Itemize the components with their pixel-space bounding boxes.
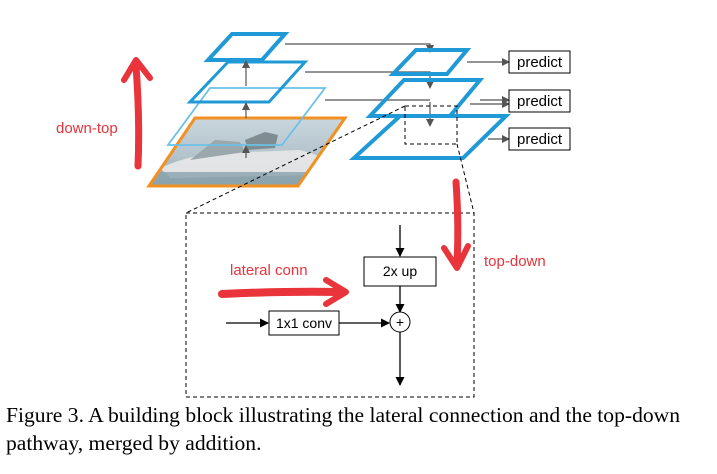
predict-label-3: predict [517,131,563,148]
lateral-conn-label: lateral conn [230,262,308,279]
bottom-up-pyramid [146,32,348,188]
down-top-label: down-top [56,120,118,137]
zoom-projection-right [456,143,475,214]
figure-caption: Figure 3. A building block illustrating … [6,403,681,455]
top-down-annotation: top-down [441,178,546,271]
predict-box-1: predict [508,50,571,74]
zoom-projection-left [185,105,406,214]
input-image-frame [146,116,348,188]
top-down-pyramid [285,43,511,160]
predict-box-3: predict [508,127,571,151]
lateral-conn-annotation: lateral conn [218,262,349,307]
top-down-level-1 [388,48,472,76]
building-block: 2x up + 1x1 conv [185,212,475,398]
upsample-label: 2x up [383,263,417,279]
bottom-up-level-3 [166,87,327,146]
highlight-box [404,105,458,145]
predict-label-2: predict [517,93,563,110]
bottom-up-level-1 [203,32,290,62]
building-block-frame [185,212,475,398]
down-top-annotation: down-top [56,57,153,170]
input-image-photo [149,118,345,186]
top-down-level-3 [348,114,511,160]
predict-box-2: predict [508,89,571,113]
top-down-label: top-down [484,253,546,270]
bottom-up-level-2 [186,60,309,104]
conv-box [268,310,340,336]
predict-label-1: predict [517,54,563,71]
plus-symbol: + [396,314,404,330]
conv-label: 1x1 conv [276,315,332,331]
fpn-diagram: predict predict predict 2x up + 1x1 conv [56,32,571,398]
top-down-level-2 [365,78,485,118]
